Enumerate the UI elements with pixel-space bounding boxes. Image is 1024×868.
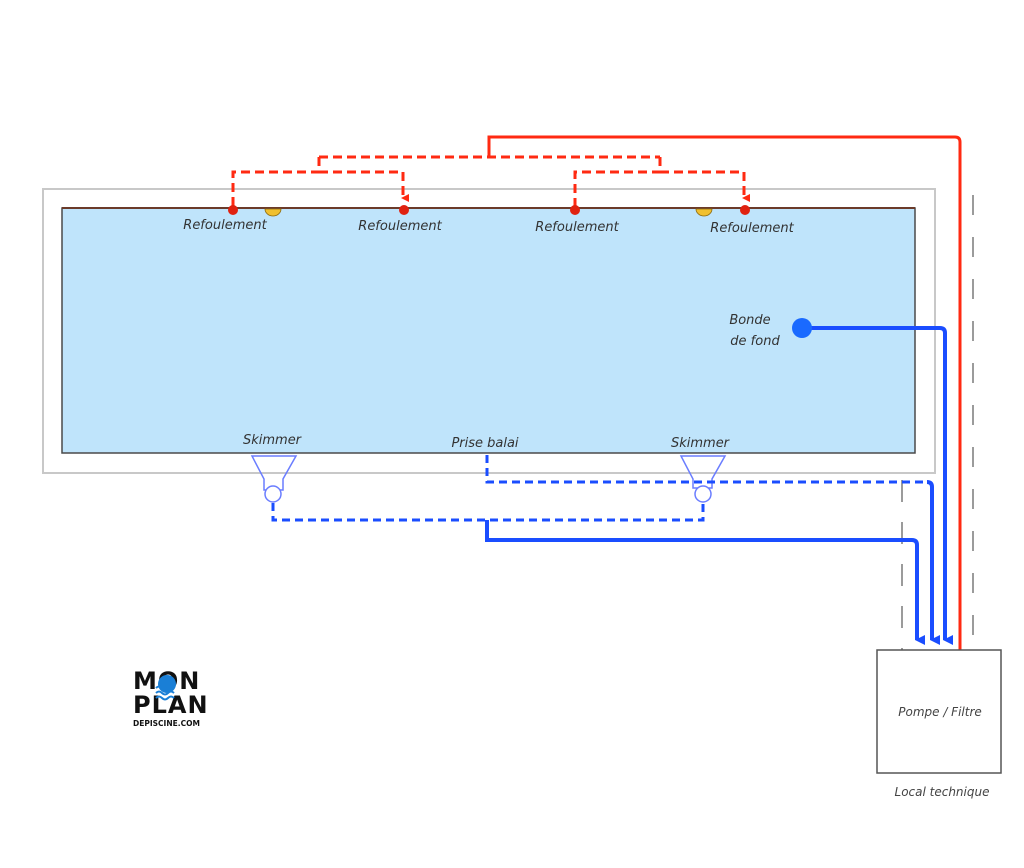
return-nozzle-icon bbox=[570, 205, 580, 215]
main-drain-label-line1: Bonde bbox=[729, 313, 770, 328]
skimmer-label: Skimmer bbox=[671, 436, 731, 451]
pump-filter-box bbox=[876, 649, 1002, 774]
supply-main-line bbox=[487, 135, 962, 650]
logo-line3: DEPISCINE.COM bbox=[133, 719, 200, 728]
logo-wave-icon bbox=[158, 675, 176, 693]
vacuum-inlet-label: Prise balai bbox=[451, 436, 518, 451]
main-drain-label-line2: de fond bbox=[730, 334, 780, 349]
pool-basin bbox=[61, 207, 916, 454]
return-nozzle-icon bbox=[740, 205, 750, 215]
return-label: Refoulement bbox=[710, 221, 794, 236]
technical-room-label: Local technique bbox=[895, 785, 990, 799]
skimmer-label: Skimmer bbox=[243, 433, 303, 448]
skimmer-icon bbox=[679, 455, 727, 503]
supply-branch-right-2 bbox=[660, 170, 750, 202]
supply-branch-right bbox=[573, 157, 662, 207]
brand-logo: MON PLAN DEPISCINE.COM bbox=[133, 667, 209, 728]
return-label: Refoulement bbox=[535, 220, 619, 235]
skimmer-main-line bbox=[485, 520, 925, 645]
return-nozzle-icon bbox=[228, 205, 238, 215]
skimmer-icon bbox=[250, 455, 298, 503]
vacuum-inlet-line bbox=[485, 455, 927, 484]
pool-light-icon bbox=[264, 208, 282, 217]
logo-line2: PLAN bbox=[133, 691, 209, 719]
pool-light-icon bbox=[695, 208, 713, 217]
return-label: Refoulement bbox=[358, 219, 442, 234]
pump-filter-label: Pompe / Filtre bbox=[898, 705, 982, 719]
return-label: Refoulement bbox=[183, 218, 267, 233]
skimmer-collector-line bbox=[271, 503, 705, 522]
supply-branch-left-2 bbox=[319, 170, 409, 202]
supply-branch-left bbox=[231, 157, 321, 207]
main-drain-line bbox=[802, 326, 953, 645]
return-nozzle-icon bbox=[399, 205, 409, 215]
vacuum-inlet-main-line bbox=[926, 480, 940, 645]
main-drain-icon bbox=[792, 318, 812, 338]
logo-wave-icon bbox=[155, 685, 175, 701]
